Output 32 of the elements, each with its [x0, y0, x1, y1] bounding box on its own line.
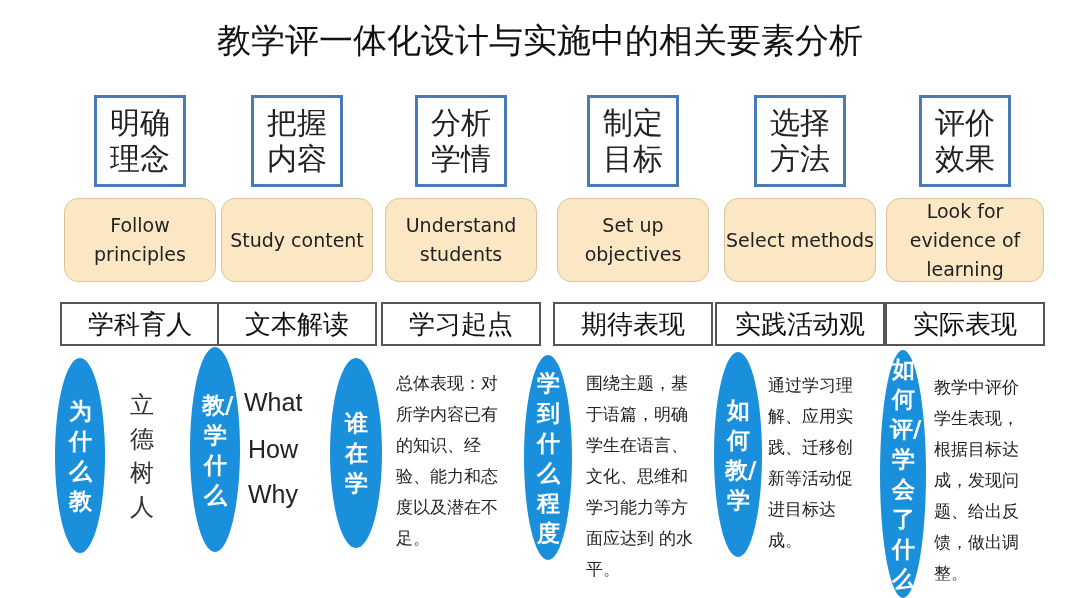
- description-box: Follow principles: [64, 198, 216, 282]
- description-text: How: [248, 434, 299, 465]
- description-box: Study content: [221, 198, 373, 282]
- aspect-box: 学习起点: [381, 302, 541, 346]
- concept-box: 选择方法: [754, 95, 846, 187]
- question-ellipse: 教/学什么: [190, 347, 240, 552]
- aspect-box: 实践活动观: [715, 302, 885, 346]
- aspect-box: 文本解读: [217, 302, 377, 346]
- description-box: Set up objectives: [557, 198, 709, 282]
- question-ellipse: 学到什么程度: [524, 355, 572, 560]
- diagram-title: 教学评一体化设计与实施中的相关要素分析: [216, 19, 864, 62]
- description-box: Select methods: [724, 198, 876, 282]
- description-text: 通过学习理解、应用实践、迁移创新等活动促进目标达成。: [768, 374, 854, 552]
- description-box: Look for evidence of learning: [886, 198, 1044, 282]
- description-text: 围绕主题，基于语篇，明确学生在语言、文化、思维和学习能力等方面应达到 的水平。: [586, 372, 695, 581]
- aspect-box: 实际表现: [885, 302, 1045, 346]
- concept-box: 评价效果: [919, 95, 1011, 187]
- description-text: 教学中评价学生表现，根据目标达成，发现问题、给出反馈，做出调整。: [934, 376, 1020, 585]
- description-text: Why: [248, 479, 299, 510]
- aspect-box: 学科育人: [60, 302, 220, 346]
- question-ellipse: 谁在学: [330, 358, 382, 548]
- description-box: Understand students: [385, 198, 537, 282]
- concept-box: 制定目标: [587, 95, 679, 187]
- description-text: 立德树人: [130, 390, 155, 523]
- question-ellipse: 为什么教: [55, 358, 105, 553]
- description-text: 总体表现：对所学内容已有的知识、经验、能力和态度以及潜在不足。: [396, 372, 499, 550]
- concept-box: 明确理念: [94, 95, 186, 187]
- question-ellipse: 如何教/学: [714, 352, 762, 557]
- description-text: What: [244, 387, 304, 418]
- aspect-box: 期待表现: [553, 302, 713, 346]
- concept-box: 分析学情: [415, 95, 507, 187]
- concept-box: 把握内容: [251, 95, 343, 187]
